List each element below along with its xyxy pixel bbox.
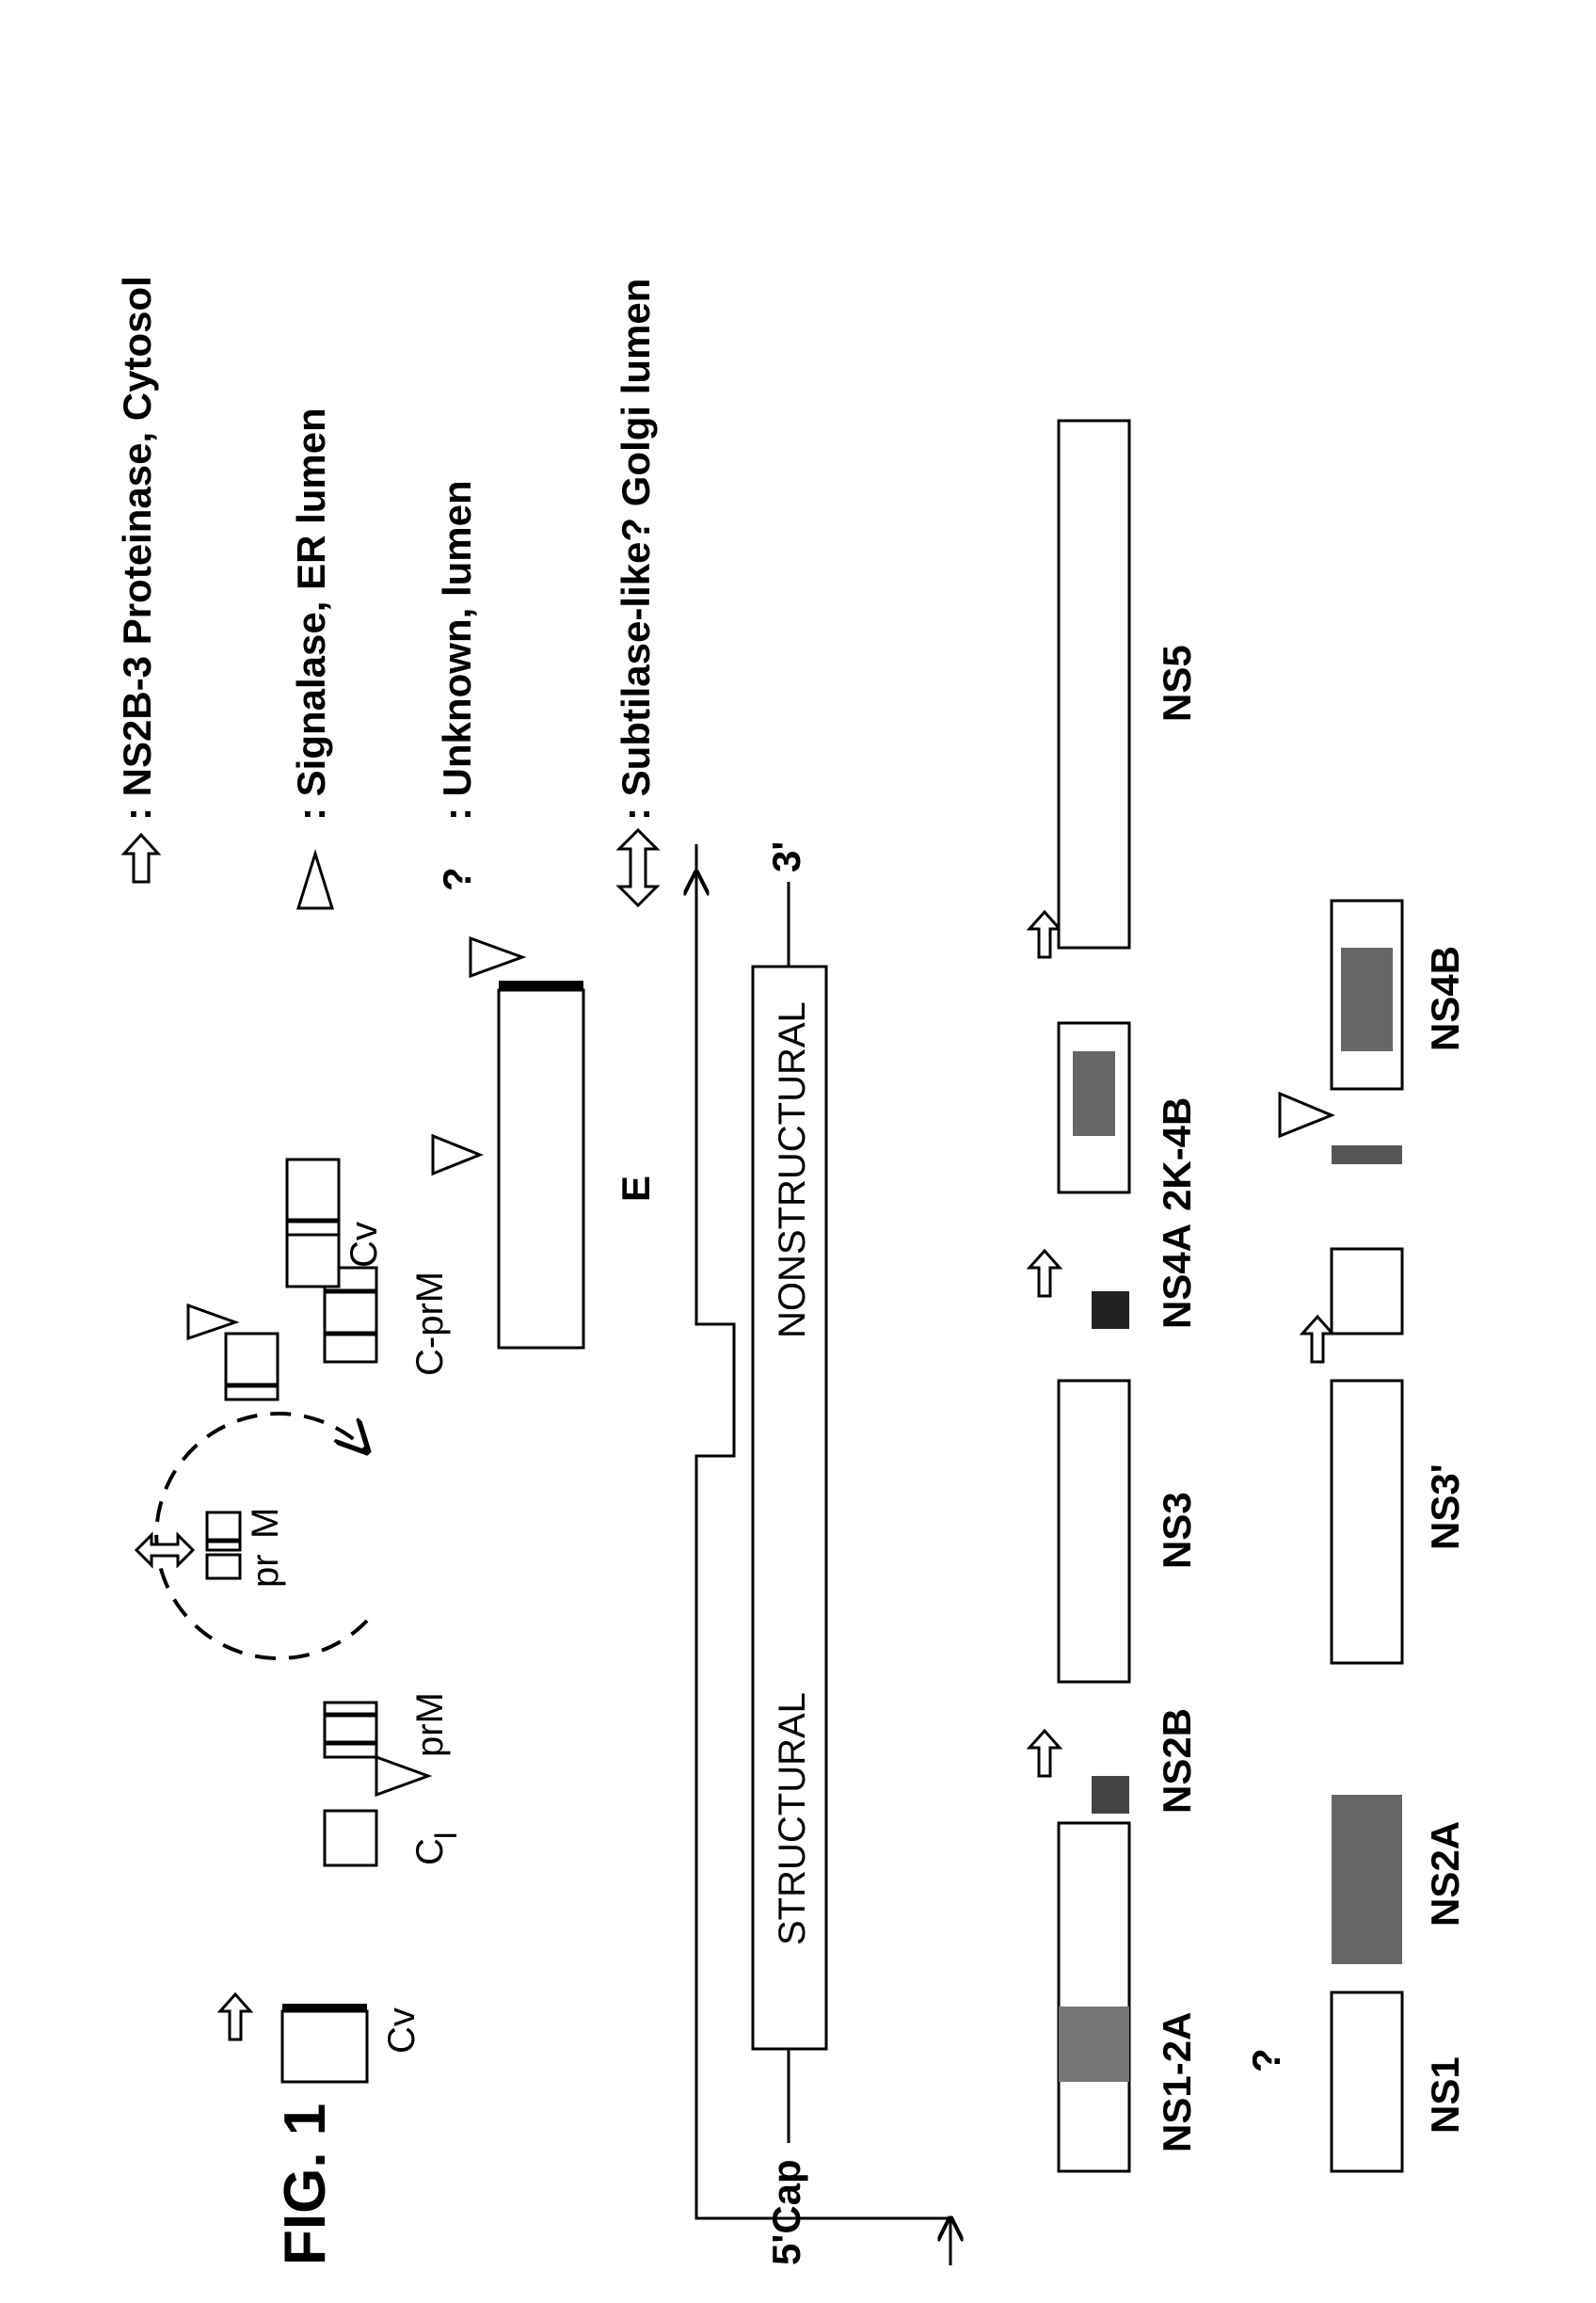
ns-row-2: ? NS1 NS2A NS3' NS4B [1244,901,1467,2171]
legend-item-signalase: : Signalase, ER lumen [289,408,333,821]
unknown-question-icon: ? [435,867,479,891]
ns1-2a-box [1059,1823,1129,2171]
ci-triangle-icon [376,1757,428,1795]
ns1-unknown-mark: ? [1244,2048,1288,2072]
structural-region-label: STRUCTURAL [772,1692,813,1945]
ns2b-label: NS2B [1155,1708,1199,1814]
2k-4b-label: 2K-4B [1155,1097,1199,1211]
ns3-label: NS3 [1155,1492,1199,1569]
cprm-right-triangle-icon [433,1136,480,1174]
ns2b-hatched [1092,1776,1129,1814]
m-label: M [245,1508,286,1539]
ci-box [325,1811,376,1865]
prm-box [325,1703,376,1757]
cv-box-left-cap [282,2004,367,2011]
subtilase-double-arrow-icon [619,830,657,905]
legend-item-subtilase: : Subtilase-like? Golgi lumen [614,279,658,821]
signalase-triangle-icon [298,854,332,908]
five-prime-label: 5'Cap [764,2159,808,2265]
cv-box-right [287,1230,339,1287]
cprm-upper-box [226,1334,278,1399]
e-box [499,990,583,1348]
ns4a-arrow-icon [1029,1251,1060,1296]
legend-item-proteinase: : NS2B-3 Proteinase, Cytosol [115,276,159,821]
e-box-cap [499,981,583,990]
ns1-2a-hatched [1059,2007,1129,2082]
e-label: E [614,1175,658,1202]
cv-label-right: Cv [343,1222,385,1268]
ns3-prime-arrow-icon [1302,1317,1333,1362]
m-box [207,1512,240,1550]
ci-subscript: I [428,1831,464,1840]
ns1-2a-label: NS1-2A [1155,2012,1199,2152]
legend: : NS2B-3 Proteinase, Cytosol : Signalase… [115,276,658,908]
ns4b-hatched [1341,948,1393,1051]
ns5-label: NS5 [1155,645,1199,722]
ns3-prime-box [1332,1381,1402,1663]
pr-double-arrow-icon [136,1535,193,1565]
2k-4b-hatched [1073,1051,1115,1136]
ns4b-label: NS4B [1423,946,1467,1051]
cprm-label: C-prM [409,1271,451,1376]
ns2a-label: NS2A [1423,1821,1467,1927]
ns3-prime-label: NS3' [1423,1463,1467,1550]
ns-row-1: NS1-2A NS2B NS3 NS4A 2K-4B NS5 [1029,421,1199,2171]
three-prime-label: 3' [764,841,808,872]
ci-label: C [409,1838,451,1865]
pr-box [207,1555,240,1578]
legend-item-unknown: : Unknown, lumen [435,480,479,821]
ns5-box [1059,421,1129,948]
ns2b-arrow-icon [1029,1731,1060,1776]
ns5-arrow-icon [1029,912,1060,957]
ns3-prime-fragment-box [1332,1249,1402,1334]
ns2a-box [1332,1795,1402,1964]
ns4a-label: NS4A [1155,1223,1199,1329]
ns1-box [1332,1992,1402,2171]
cv-arrow-icon [220,1994,250,2039]
prm-label: prM [409,1692,451,1757]
ns3-box [1059,1381,1129,1682]
cv-box-left [282,2011,367,2082]
proteinase-arrow-icon [124,835,158,882]
ns4a-hatched [1092,1291,1129,1329]
ns1-label: NS1 [1423,2056,1467,2134]
ns4b-fragment [1332,1145,1402,1164]
e-triangle-icon [471,938,522,976]
cv-label-left: Cv [381,2007,423,2054]
nonstructural-region-label: NONSTRUCTURAL [772,1001,813,1338]
pr-label: pr [245,1554,286,1588]
cprm-right-box [287,1159,339,1235]
figure-title: FIG. 1 [273,2103,338,2265]
ns4b-triangle-icon [1280,1094,1332,1136]
structural-cycle: Cv C I prM pr M C [136,1136,480,2082]
